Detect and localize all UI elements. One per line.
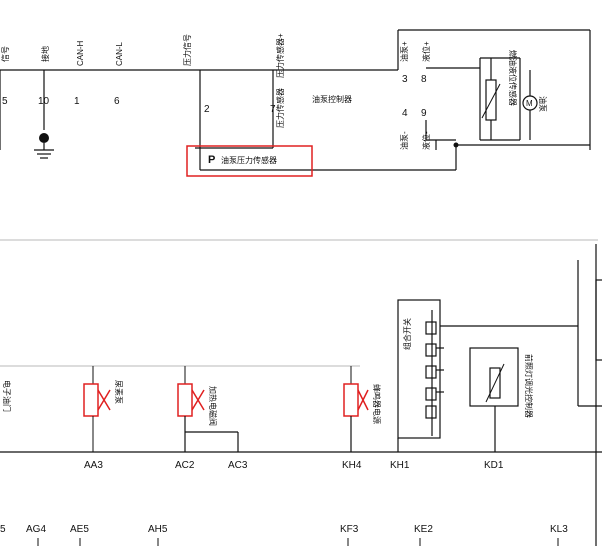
conn-kh4: KH4: [342, 460, 362, 471]
ground-icon: [34, 133, 54, 159]
kh4-component: 蜂鸣器电源: [343, 366, 382, 452]
aa3-valve-icon: [97, 389, 111, 411]
kh1-component: 组合开关: [397, 299, 444, 452]
kd1-box: [469, 347, 519, 407]
pressure-sensor-plus-label: 压力传感器+: [275, 33, 285, 78]
oil-pump-label: 油泵: [538, 96, 548, 112]
left-edge-label: 电子油门: [2, 380, 12, 412]
bottom-5: 5: [0, 524, 6, 535]
top-section: 信号 接地 CAN-H CAN-L 压力信号 压力传感器+ 5 10 1 6 2…: [0, 29, 591, 177]
pin-4: 4: [402, 108, 408, 119]
aa3-label: 尿素泵: [114, 380, 124, 404]
can-l-label: CAN-L: [115, 41, 124, 66]
kd1-resistor: [489, 367, 501, 399]
pressure-sensor-highlight-box: [186, 145, 313, 177]
bottom-ke2: KE2: [414, 524, 433, 535]
aa3-component: 尿素泵: [83, 366, 124, 452]
controller-label: 油泵控制器: [312, 94, 352, 104]
conn-ac2: AC2: [175, 460, 195, 471]
bottom-kl3: KL3: [550, 524, 568, 535]
pressure-signal-label: 压力信号: [182, 34, 192, 66]
kh4-label: 蜂鸣器电源: [372, 384, 382, 424]
kh4-coil: [343, 383, 359, 417]
motor-symbol: M: [526, 99, 533, 108]
ac2-coil: [177, 383, 193, 417]
bottom-ag4: AG4: [26, 524, 46, 535]
pin3-side-label: 油泵+: [399, 41, 409, 62]
bottom-ah5: AH5: [148, 524, 168, 535]
pressure-sensor-label: 压力传感器: [275, 88, 285, 128]
kd1-label: 前照灯调光控制器: [524, 354, 534, 418]
ac2-label: 加热电磁阀: [208, 386, 218, 426]
conn-aa3: AA3: [84, 460, 103, 471]
conn-ac3: AC3: [228, 460, 248, 471]
pin-1: 1: [74, 96, 80, 107]
pin-3: 3: [402, 74, 408, 85]
pin-6: 6: [114, 96, 120, 107]
kh4-buzzer-icon: [357, 389, 369, 411]
oil-level-sensor-label: 燃油液位传感器: [508, 50, 518, 106]
conn-kd1: KD1: [484, 460, 504, 471]
kd1-component: 前照灯调光控制器: [440, 244, 602, 546]
pressure-sensor-box-label: 油泵压力传感器: [221, 155, 277, 165]
pin-9: 9: [421, 108, 427, 119]
pin-5-left: 5: [2, 96, 8, 107]
pin-8: 8: [421, 74, 427, 85]
pressure-sensor-symbol: P: [208, 154, 215, 166]
ground-label: 接地: [40, 46, 50, 62]
kh1-switch-box: [397, 299, 441, 439]
bottom-kf3: KF3: [340, 524, 359, 535]
signal-label: 信号: [0, 46, 10, 62]
oil-level-arrow: [481, 83, 501, 119]
ac2-component: 加热电磁阀: [177, 366, 239, 452]
conn-kh1: KH1: [390, 460, 410, 471]
pin-2: 2: [204, 104, 210, 115]
right-edge-box: [595, 279, 602, 361]
bottom-section: 电子油门 尿素泵 加热电磁阀 蜂鸣器电源: [0, 244, 602, 546]
ac2-valve-icon: [191, 389, 205, 411]
pin4-side-label: 油泵-: [399, 131, 409, 150]
can-h-label: CAN-H: [76, 40, 85, 66]
kh1-label: 组合开关: [402, 318, 412, 350]
pin3-inner-label: 液位+: [421, 41, 431, 62]
bottom-ae5: AE5: [70, 524, 89, 535]
aa3-coil: [83, 383, 99, 417]
